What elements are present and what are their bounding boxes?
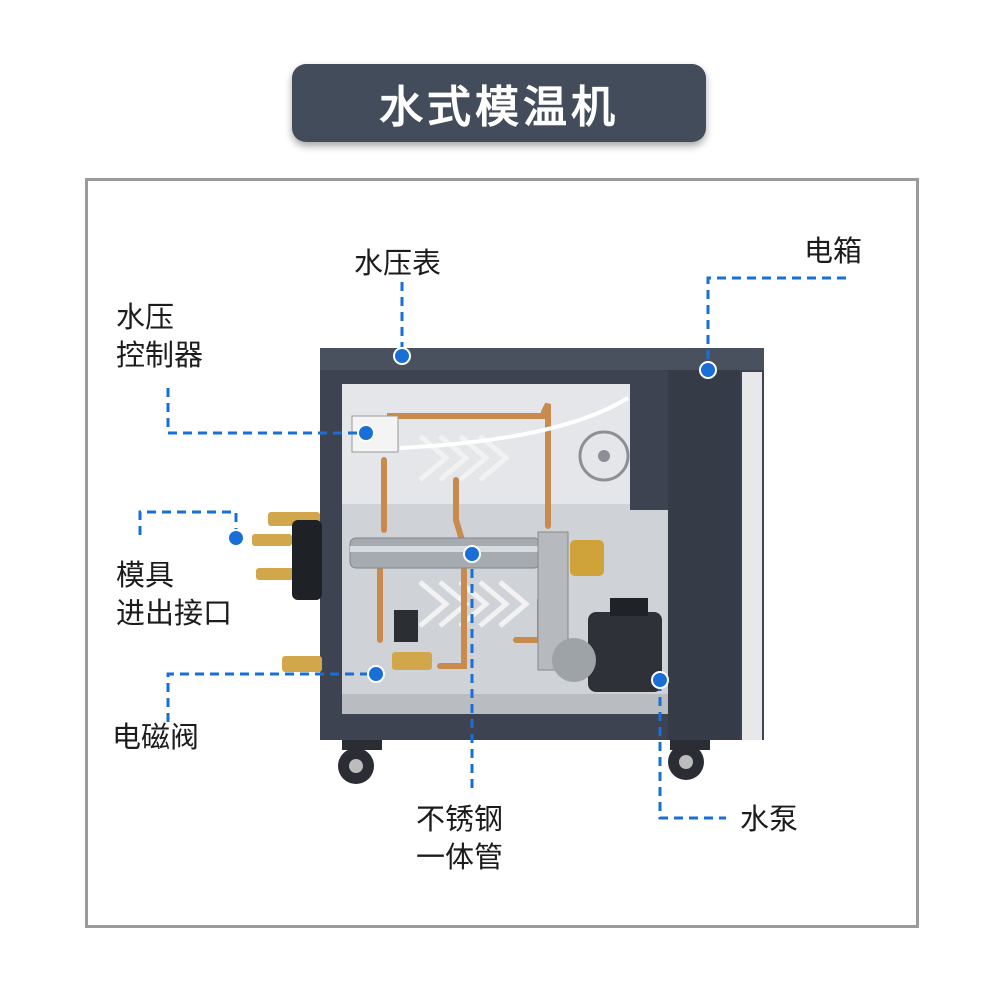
label-water-pump: 水泵 [740, 802, 799, 836]
label-pressure-controller: 水压 控制器 [116, 298, 203, 374]
solenoid-body [394, 610, 418, 642]
label-solenoid-valve: 电磁阀 [112, 720, 200, 754]
label-stainless-pipe: 不锈钢 一体管 [416, 800, 503, 876]
label-mold-ports-line2: 进出接口 [116, 596, 233, 630]
page-title: 水式模温机 [379, 82, 619, 133]
side-panel [742, 372, 762, 740]
callout-lines [138, 276, 846, 820]
fan-grill [578, 430, 630, 482]
cable [399, 396, 630, 450]
label-stainless-pipe-line1: 不锈钢 [416, 802, 504, 836]
electric-box [668, 370, 740, 740]
pump-motor [588, 612, 662, 692]
callout-dots [227, 347, 717, 689]
label-pressure-controller-line2: 控制器 [116, 338, 204, 372]
image-frame [85, 178, 919, 928]
label-pressure-controller-line1: 水压 [116, 300, 175, 334]
port-hoses [292, 520, 322, 600]
stainless-pipe [349, 537, 541, 569]
label-pressure-gauge: 水压表 [354, 246, 442, 280]
title-banner: 水式模温机 [292, 64, 706, 142]
label-mold-ports-line1: 模具 [116, 558, 175, 592]
vent-bottom [418, 580, 530, 628]
flange-block [537, 531, 569, 671]
label-mold-ports: 模具 进出接口 [116, 556, 232, 632]
pump-head [552, 638, 596, 682]
label-electric-box: 电箱 [804, 234, 863, 268]
heater-cap [570, 540, 604, 576]
casters [338, 740, 710, 784]
label-stainless-pipe-line2: 一体管 [416, 840, 504, 874]
